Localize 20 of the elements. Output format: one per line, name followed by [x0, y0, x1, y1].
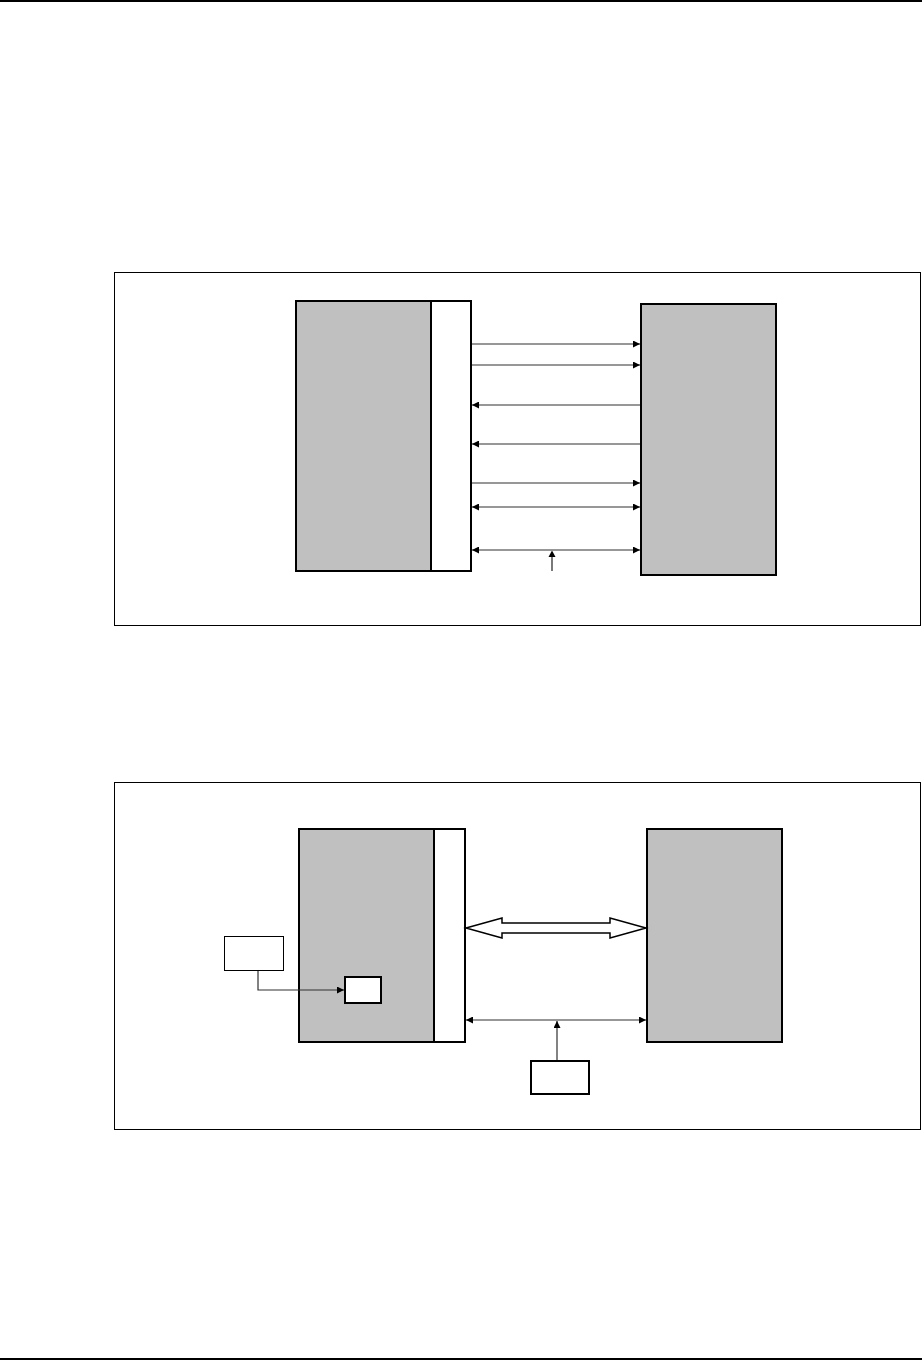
arrow: [471, 479, 641, 487]
device-block: [295, 300, 432, 572]
arrow: [471, 503, 641, 511]
device-block: [646, 828, 783, 1043]
arrow: [471, 340, 641, 348]
arrow: [465, 1016, 647, 1024]
port-strip: [433, 828, 466, 1043]
arrow: [471, 440, 641, 448]
port-strip: [430, 300, 472, 572]
arrow: [471, 546, 641, 554]
arrow: [553, 1020, 561, 1061]
double-arrow: [463, 917, 649, 939]
device-block: [298, 828, 435, 1043]
device-block: [640, 303, 777, 576]
arrow: [257, 970, 345, 994]
small-block: [224, 936, 284, 971]
arrow: [471, 361, 641, 369]
arrow: [471, 401, 641, 409]
small-block: [530, 1060, 590, 1095]
small-block: [344, 976, 382, 1004]
